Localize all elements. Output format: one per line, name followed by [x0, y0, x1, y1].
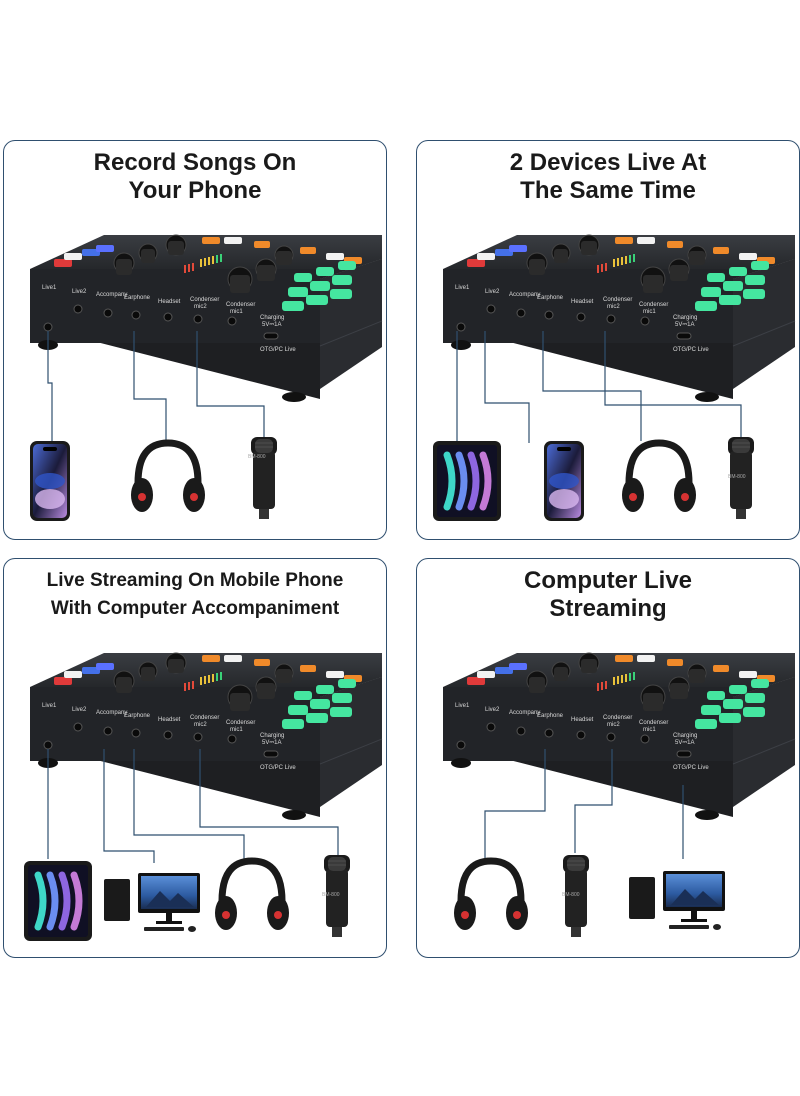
panel-title: 2 Devices Live At The Same Time	[509, 149, 707, 204]
cable-phone	[47, 331, 53, 443]
panel-title: Record Songs On Your Phone	[93, 149, 297, 204]
cable-headphones	[484, 749, 546, 859]
mic-label: BM-800	[322, 892, 340, 898]
panel-illustration	[417, 234, 796, 541]
cable-computer	[103, 749, 155, 863]
mic-label: BM-800	[728, 474, 746, 480]
panel-mobile-streaming: Live Streaming On Mobile Phone With Comp…	[3, 558, 387, 958]
cable-mic	[199, 749, 339, 855]
cable-mic	[604, 331, 742, 437]
sound-card-device	[29, 652, 383, 821]
phone-icon	[30, 441, 70, 521]
headphones-icon	[454, 861, 528, 930]
computer-icon	[104, 873, 200, 932]
phone-icon	[544, 441, 584, 521]
sound-card-device	[29, 234, 383, 403]
cable-phone	[484, 331, 530, 443]
panel-record-songs: Record Songs On Your Phone	[3, 140, 387, 540]
panel-title: Computer Live Streaming	[523, 567, 693, 622]
panel-illustration	[29, 234, 383, 521]
tablet-icon	[24, 861, 92, 941]
computer-icon	[629, 871, 725, 930]
sound-card-device	[442, 652, 796, 821]
cable-headphones	[542, 331, 642, 441]
sound-card-device	[442, 234, 796, 403]
headphones-icon	[131, 443, 205, 512]
cable-mic	[196, 331, 265, 437]
mic-label: BM-800	[248, 454, 266, 460]
panel-title: Live Streaming On Mobile Phone With Comp…	[46, 570, 344, 619]
cable-headphones	[133, 331, 167, 443]
cable-mic	[574, 749, 613, 853]
panel-illustration	[442, 652, 796, 938]
tablet-icon	[433, 441, 501, 521]
headphones-icon	[215, 861, 289, 930]
cable-headphones	[133, 749, 245, 859]
panel-computer-streaming: Computer Live Streaming	[416, 558, 800, 958]
panel-two-devices: 2 Devices Live At The Same Time	[416, 140, 800, 540]
headphones-icon	[622, 443, 696, 512]
mic-label: BM-800	[562, 892, 580, 898]
microphone-icon	[250, 436, 278, 520]
panel-illustration	[4, 652, 383, 959]
